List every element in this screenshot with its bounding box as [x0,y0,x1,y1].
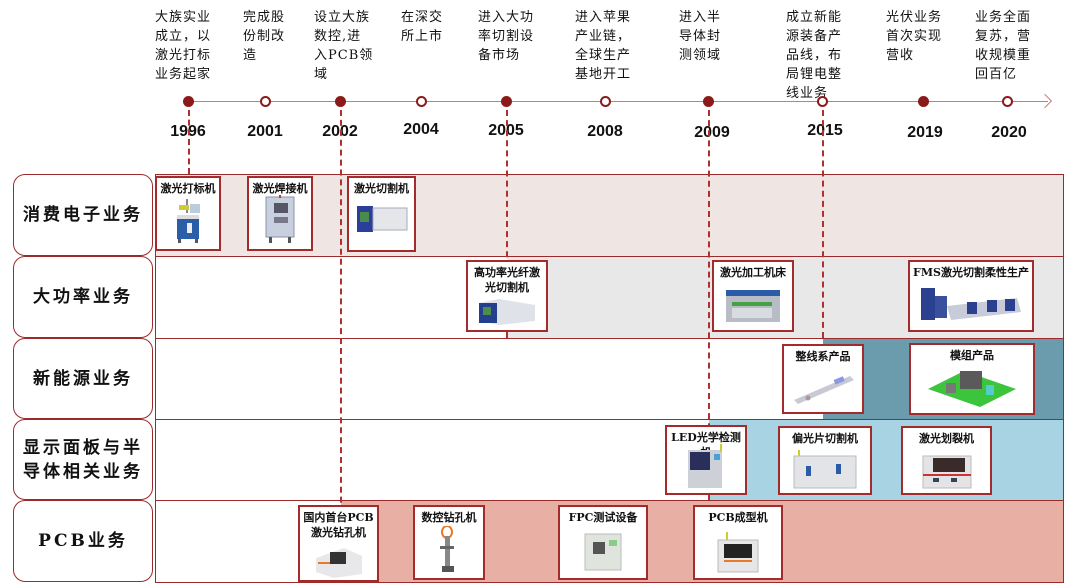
product-high-power-fiber-laser-cutter: 高功率光纤激 光切割机 [466,260,548,332]
product-name: FMS激光切割柔性生产 [913,266,1029,279]
timeline-dot-2009 [703,96,714,107]
timeline-dot-2004 [416,96,427,107]
year-label-2015: 2015 [807,122,843,139]
led-inspection-machine-icon [688,444,722,488]
product-polarizer-cutting-machine: 偏光片切割机 [778,426,872,495]
event-text-2008: 进入苹果 产业链， 全球生产 基地开工 [575,10,632,82]
product-name: 激光加工机床 [720,266,786,279]
guide-line-2005 [506,110,508,338]
product-name: 整线系产品 [795,350,851,363]
year-label-2009: 2009 [694,124,730,141]
product-pcb-forming-machine: PCB成型机 [693,505,783,580]
complete-line-system-icon [794,376,854,404]
product-name: 国内首台PCB 激光钻孔机 [303,511,374,539]
guide-line-2002 [340,110,342,582]
timeline-arrow-icon [1037,93,1053,109]
fpc-test-equipment-icon [584,533,622,571]
product-laser-cutting-machine: 激光切割机 [347,176,416,252]
year-label-2001: 2001 [247,123,283,140]
year-label-2020: 2020 [991,124,1027,141]
laser-marking-machine-icon [177,199,200,243]
product-fpc-test-equipment: FPC测试设备 [558,505,648,580]
product-first-domestic-pcb-laser-drill: 国内首台PCB 激光钻孔机 [298,505,379,582]
product-name: 激光切割机 [354,182,409,195]
event-text-1996: 大族实业 成立，以 激光打标 业务起家 [155,10,212,82]
timeline-dot-2020 [1002,96,1013,107]
guide-line-2015 [822,110,824,338]
event-text-2019: 光伏业务 首次实现 营收 [886,10,943,63]
product-led-optical-inspection-machine: LED光学检测机 [665,425,747,495]
product-name: 模组产品 [950,349,994,362]
laser-welding-machine-icon [265,195,295,243]
segment-label-consumer-electronics: 消费电子业务 [13,174,153,256]
year-label-2008: 2008 [587,123,623,140]
timeline-axis [186,101,1048,102]
segment-label-pcb: PCB业务 [13,500,153,582]
product-cnc-drilling-machine: 数控钻孔机 [413,505,485,580]
product-name: 高功率光纤激 光切割机 [474,266,540,294]
timeline-dot-2015 [817,96,828,107]
product-laser-scribing-machine: 激光划裂机 [901,426,992,495]
guide-line-1996 [188,110,190,174]
timeline-dot-2001 [260,96,271,107]
product-name: 激光打标机 [160,182,216,195]
pcb-forming-machine-icon [717,532,759,573]
event-text-2015: 成立新能 源装备产 品线，布 局锂电整 线业务 [786,10,843,101]
segment-label-high-power: 大功率业务 [13,256,153,338]
segment-label-new-energy: 新能源业务 [13,338,153,419]
product-complete-line-system: 整线系产品 [782,344,864,414]
event-text-2002: 设立大族 数控,进 入PCB领 域 [314,10,374,82]
year-label-2004: 2004 [403,121,439,138]
polarizer-cutting-machine-icon [793,450,857,489]
timeline-dot-2019 [918,96,929,107]
product-name: FPC测试设备 [568,511,638,524]
product-module-products: 模组产品 [909,343,1035,415]
cnc-drill-icon [440,526,454,572]
event-text-2004: 在深交 所上市 [401,10,444,44]
event-text-2005: 进入大功 率切割设 备市场 [478,10,535,63]
band-fill-display-semiconductor [709,420,1063,500]
laser-machining-tool-icon [726,290,780,322]
product-name: 数控钻孔机 [421,511,477,524]
laser-cutting-machine-icon [356,206,407,232]
product-name: 激光划裂机 [919,432,974,445]
laser-scribing-machine-icon [922,455,971,489]
segment-label-display-semiconductor: 显示面板与半 导体相关业务 [13,419,153,500]
module-product-icon [928,371,1016,407]
fiber-laser-cutter-icon [479,299,535,325]
product-name: 偏光片切割机 [792,432,858,445]
product-fms-flexible-laser-cutting-line: FMS激光切割柔性生产 [908,260,1034,332]
product-laser-machining-tool: 激光加工机床 [712,260,794,332]
product-laser-marking-machine: 激光打标机 [155,176,221,251]
event-text-2020: 业务全面 复苏，营 收规模重 回百亿 [975,10,1032,82]
timeline-dot-2008 [600,96,611,107]
event-text-2009: 进入半 导体封 测领域 [679,10,722,63]
timeline-dot-2002 [335,96,346,107]
product-name: 激光焊接机 [252,182,308,195]
timeline-dot-1996 [183,96,194,107]
product-laser-welding-machine: 激光焊接机 [247,176,313,251]
fms-line-icon [921,288,1021,320]
timeline-dot-2005 [501,96,512,107]
product-name: PCB成型机 [708,511,768,524]
guide-line-2009 [708,110,710,500]
pcb-laser-drill-icon [315,548,362,578]
year-label-2019: 2019 [907,124,943,141]
event-text-2001: 完成股 份制改 造 [243,10,286,63]
